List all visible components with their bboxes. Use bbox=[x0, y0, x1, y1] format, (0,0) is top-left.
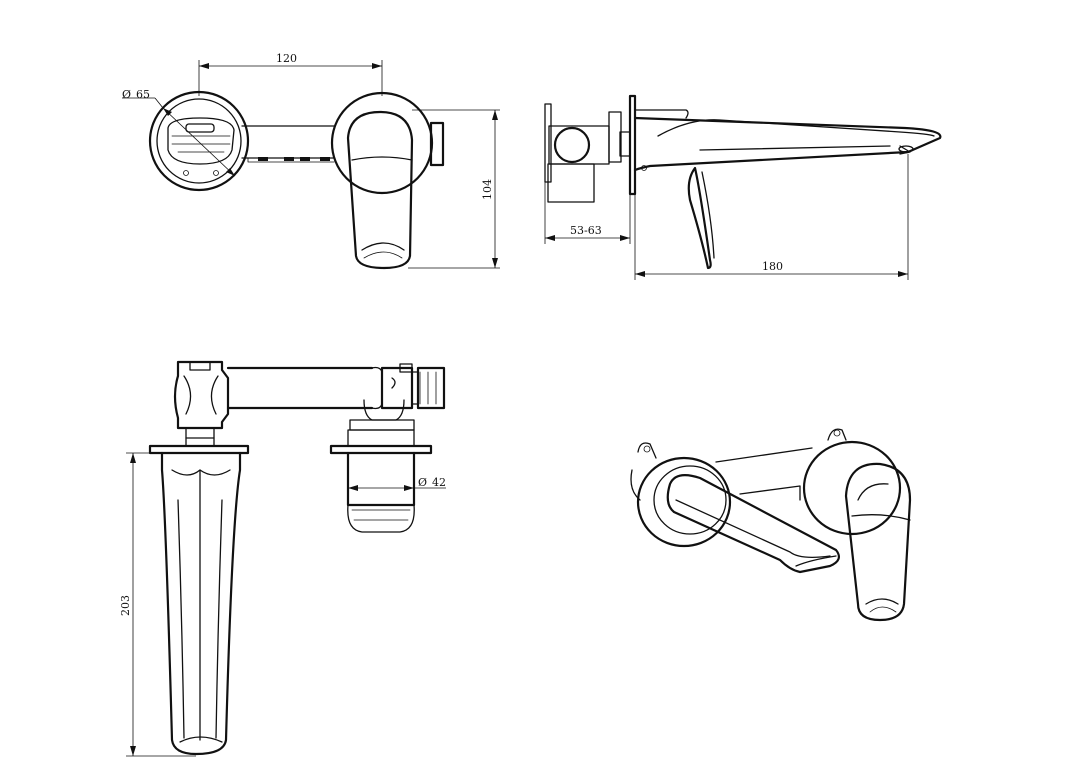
isometric-view bbox=[630, 428, 912, 622]
dim-104: 104 bbox=[481, 179, 494, 200]
side-view: 53-63 180 bbox=[544, 94, 942, 280]
connecting-body bbox=[241, 125, 335, 159]
front-view: Ø 65 120 104 bbox=[122, 52, 500, 270]
top-right-valve bbox=[380, 366, 414, 410]
right-rosette bbox=[330, 91, 434, 195]
diverter-knob bbox=[167, 117, 235, 165]
left-rosette-inner bbox=[156, 98, 242, 184]
dim-203: 203 bbox=[119, 595, 132, 616]
dim-dia-42-symbol: Ø bbox=[418, 476, 427, 489]
top-cross-tube bbox=[226, 366, 374, 410]
iso-right-rosette bbox=[802, 440, 902, 536]
lever-side bbox=[687, 166, 712, 270]
dim-180: 180 bbox=[762, 260, 783, 273]
iso-lever bbox=[844, 462, 912, 622]
top-cartridge bbox=[347, 429, 415, 447]
dim-dia-65-symbol: Ø bbox=[122, 88, 131, 101]
lever-handle bbox=[346, 110, 414, 270]
top-spout bbox=[160, 451, 242, 756]
side-valve-circle bbox=[553, 126, 591, 164]
top-plate-left bbox=[148, 444, 250, 455]
dim-120: 120 bbox=[276, 52, 297, 65]
iso-left-rosette bbox=[636, 456, 732, 548]
dim-dia-65: 65 bbox=[136, 88, 150, 101]
iso-spout bbox=[666, 473, 840, 574]
wall-plate-side bbox=[628, 94, 637, 196]
cartridge-stub bbox=[429, 121, 445, 167]
top-plate-right bbox=[329, 444, 433, 455]
dim-dia-42: 42 bbox=[432, 476, 446, 489]
top-left-body bbox=[173, 360, 230, 430]
dim-53-63: 53-63 bbox=[570, 224, 602, 237]
spout-side bbox=[633, 116, 942, 172]
top-view: Ø 42 203 bbox=[119, 360, 446, 757]
